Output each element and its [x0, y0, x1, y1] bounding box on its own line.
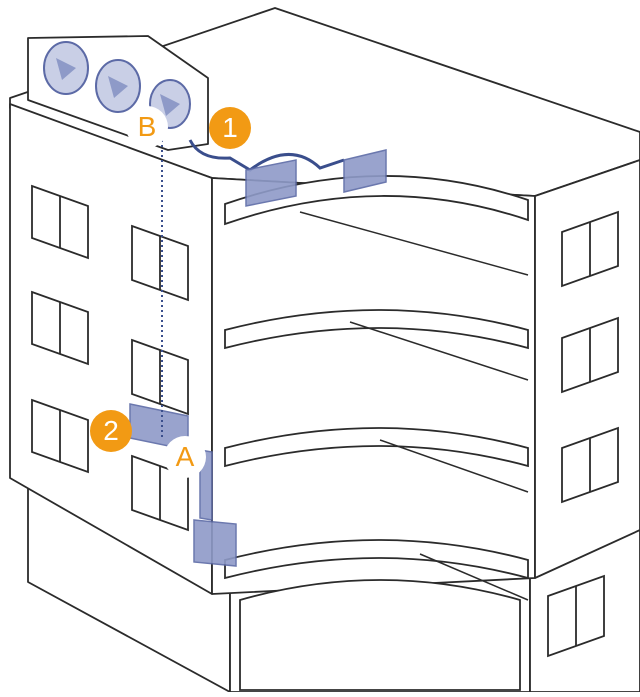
marker-1: 1 [209, 107, 251, 149]
marker-b: B [126, 106, 168, 148]
marker-a-label: A [176, 443, 195, 471]
front-cutaway [212, 178, 535, 594]
marker-2: 2 [90, 410, 132, 452]
marker-b-label: B [138, 113, 157, 141]
marker-a: A [164, 436, 206, 478]
marker-2-label: 2 [103, 417, 119, 445]
floor-air-handler [194, 520, 236, 566]
marker-1-label: 1 [222, 114, 238, 142]
ground-arch [240, 580, 520, 690]
